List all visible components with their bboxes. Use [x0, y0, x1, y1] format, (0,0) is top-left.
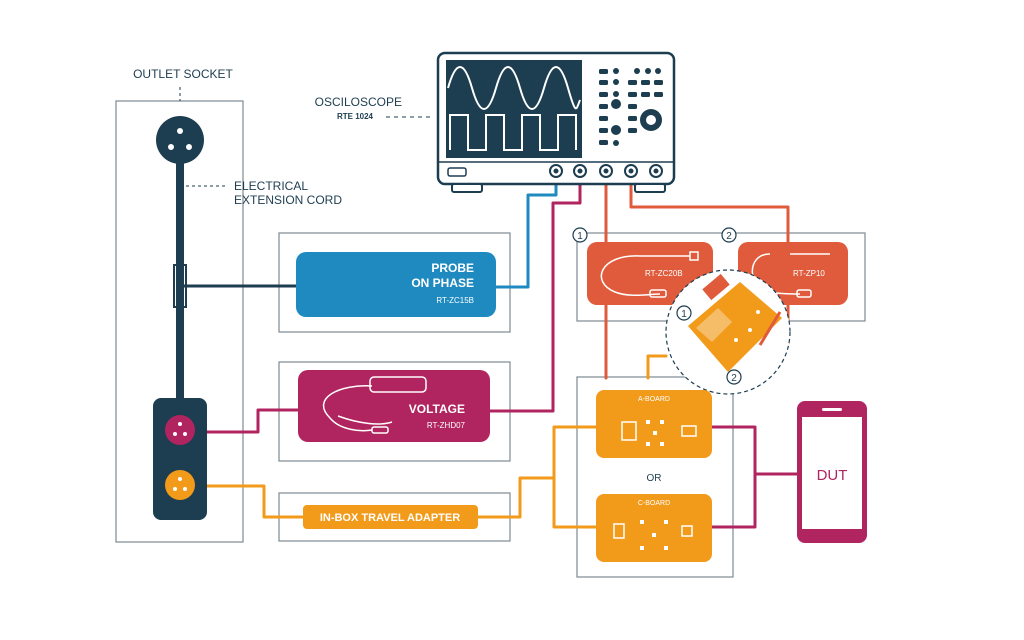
extension-cord-cable: [176, 162, 184, 402]
zoom-closeup: [665, 269, 791, 395]
current-probe-icon: [600, 251, 699, 297]
closeup-board-icon: [688, 282, 782, 372]
probe-phase-title-line2: ON PHASE: [411, 276, 474, 290]
extension-cord-label-line2: EXTENSION CORD: [234, 193, 342, 207]
extension-cord-label-line1: ELECTRICAL: [234, 179, 308, 193]
zoom-marker-one: 1: [681, 309, 687, 320]
cable-zp10: [629, 171, 790, 244]
c-board-label: C-BOARD: [638, 500, 670, 507]
voltage-model: RT-ZHD07: [427, 421, 466, 430]
cable-socket-voltage: [194, 408, 302, 434]
cable-voltage-probe: [488, 171, 582, 413]
marker-two-icon: [721, 227, 737, 243]
zoom-marker-two: 2: [731, 373, 737, 384]
extension-cord: [153, 87, 300, 520]
probe-phase-frame: [278, 232, 511, 333]
travel-adapter-box: IN-BOX TRAVEL ADAPTER: [303, 505, 478, 529]
socket-orange-icon: [165, 470, 195, 500]
oscilloscope-model-label: RTE 1024: [337, 112, 374, 121]
or-label: OR: [647, 473, 662, 484]
adapter-label: IN-BOX TRAVEL ADAPTER: [320, 512, 460, 524]
socket-magenta-icon: [165, 415, 195, 445]
oscilloscope-label: OSCILOSCOPE: [315, 95, 402, 109]
outlet-socket-icon: [156, 116, 204, 164]
probe-cable-icon: [322, 385, 393, 432]
cable-socket-adapter: [194, 484, 305, 519]
zp10-model: RT-ZP10: [793, 269, 825, 278]
boards-frame: [576, 376, 734, 578]
sine-wave: [447, 66, 581, 110]
probe-phase-title-line1: PROBE: [431, 261, 474, 275]
cable-phase-probe: [493, 171, 558, 289]
dut-phone: DUT: [797, 401, 867, 543]
marker-one-label: 1: [577, 231, 583, 242]
probe-phase-box: PROBE ON PHASE RT-ZC15B: [296, 252, 496, 317]
zc20b-model: RT-ZC20B: [645, 269, 683, 278]
differential-probe-icon: [369, 376, 427, 393]
square-wave: [449, 114, 577, 151]
c-board-box: C-BOARD: [596, 494, 712, 562]
marker-one-icon: [572, 227, 588, 243]
voltage-probe-box: VOLTAGE RT-ZHD07: [298, 370, 490, 442]
a-board-box: A-BOARD: [596, 390, 712, 458]
marker-two-label: 2: [726, 231, 732, 242]
a-board-label: A-BOARD: [638, 396, 670, 403]
voltage-title: VOLTAGE: [409, 402, 465, 416]
outlet-socket-label: OUTLET SOCKET: [133, 67, 233, 81]
probe-phase-model: RT-ZC15B: [436, 296, 474, 305]
oscilloscope: [436, 51, 676, 193]
cable-adapter-boards: [476, 425, 598, 529]
probe-zc20b-box: RT-ZC20B: [587, 242, 713, 305]
dut-label: DUT: [817, 467, 848, 484]
cable-zoom-board: [646, 354, 668, 380]
cable-boards-dut: [710, 425, 799, 529]
